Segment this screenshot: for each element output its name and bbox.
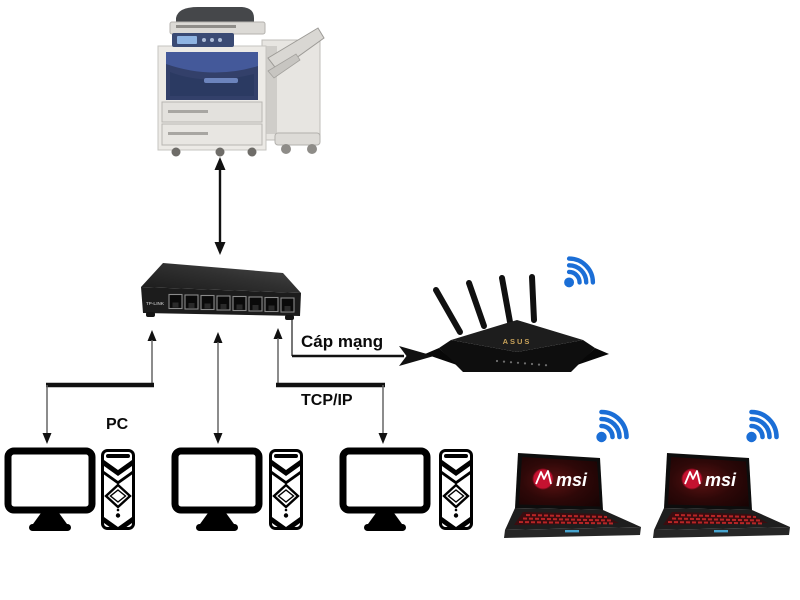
pc-label: PC — [106, 416, 129, 433]
desktop-pc-1 — [4, 447, 96, 531]
desktop-pc-2 — [171, 447, 263, 531]
laptop-brand-text: msi — [705, 470, 737, 490]
switch-top — [141, 263, 301, 293]
printer-icon — [157, 7, 325, 157]
link-switch-desktop1 — [42, 330, 157, 444]
wifi-icon — [596, 409, 629, 443]
switch-icon: TP-LINK — [141, 263, 301, 320]
printer-control-panel — [172, 33, 234, 47]
monitor-icon — [171, 447, 263, 531]
laptop-2-wifi — [741, 404, 787, 446]
switch-brand-text: TP-LINK — [146, 301, 165, 306]
laptop-1: msi — [503, 441, 653, 546]
router-wifi — [560, 251, 602, 291]
router-leds — [495, 359, 548, 367]
laptop-icon: msi — [504, 453, 641, 538]
switch-ports — [168, 293, 295, 313]
desktop-tower-2 — [269, 449, 304, 531]
laptop-front-edge — [504, 527, 641, 538]
msi-logo-shield — [681, 468, 703, 490]
switch-device: TP-LINK — [133, 254, 305, 324]
printer-finisher — [261, 27, 325, 154]
printer-body — [157, 7, 267, 157]
monitor-icon — [339, 447, 431, 531]
router-antennas — [433, 274, 537, 335]
msi-logo-shield — [532, 468, 554, 490]
desktop-tower-3 — [439, 449, 474, 531]
printer-front-door — [166, 52, 258, 100]
pc-tower-icon — [101, 449, 135, 530]
desktop-pc-3 — [339, 447, 431, 531]
router-body: ASUS — [425, 320, 609, 372]
link-switch-desktop2 — [213, 332, 223, 444]
printer-device — [146, 2, 334, 158]
monitor-icon — [4, 447, 96, 531]
cable-label: Cáp mạng — [301, 332, 384, 351]
router-brand-text: ASUS — [503, 337, 532, 346]
protocol-label: TCP/IP — [301, 392, 353, 409]
wifi-icon — [564, 256, 596, 288]
laptop-icon: msi — [653, 453, 790, 538]
pc-tower-icon — [439, 449, 473, 530]
router-device: ASUS — [421, 248, 611, 383]
link-printer-switch — [214, 157, 226, 255]
pc-tower-icon — [269, 449, 303, 530]
desktop-tower-1 — [101, 449, 136, 531]
laptop-brand-text: msi — [556, 470, 588, 490]
laptop-1-wifi — [591, 404, 637, 446]
laptop-2: msi — [652, 441, 800, 546]
laptop-front-edge — [653, 527, 790, 538]
wifi-icon — [746, 409, 779, 443]
router-icon: ASUS — [425, 274, 609, 372]
printer-adf — [176, 7, 254, 24]
printer-paper-trays — [161, 101, 263, 146]
